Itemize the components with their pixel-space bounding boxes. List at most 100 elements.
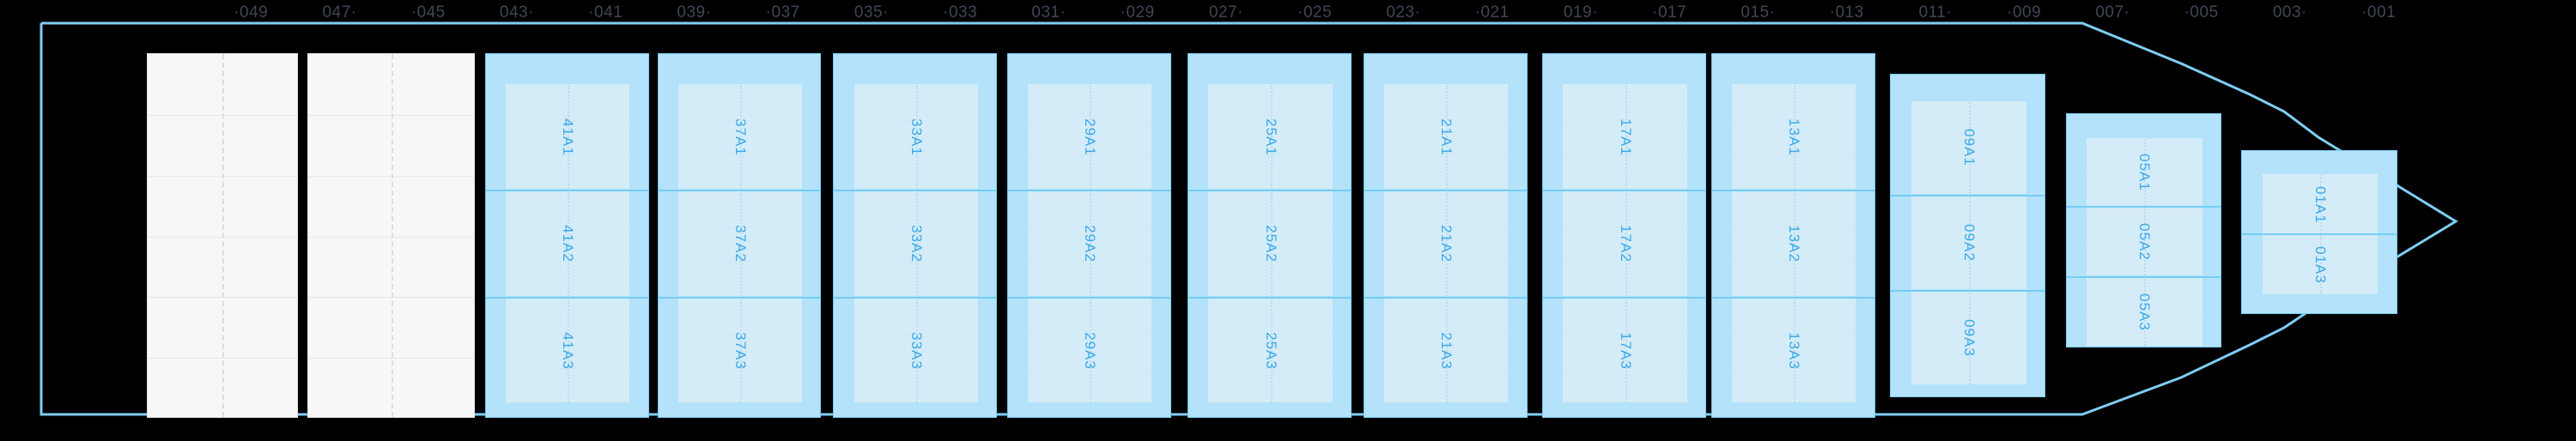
bay-17[interactable]: 17A1 17A2 17A3 <box>1542 53 1706 418</box>
bay-number-tick: 007· <box>2095 3 2130 21</box>
stack-block[interactable]: 17A2 <box>1563 190 1687 296</box>
block-centerline <box>1270 85 1273 190</box>
block-centerline <box>2144 208 2147 276</box>
bay-33[interactable]: 33A1 33A2 33A3 <box>833 53 998 418</box>
block-separator <box>1891 194 2045 196</box>
stack-block[interactable]: 37A3 <box>677 298 803 403</box>
stack-block-label: 41A3 <box>560 332 577 370</box>
stack-block[interactable]: 21A3 <box>1384 298 1509 403</box>
block-centerline <box>915 191 918 296</box>
bay-number-tick: 031· <box>1031 3 1066 21</box>
block-centerline <box>1625 299 1627 403</box>
stack-block-label: 01A1 <box>2312 185 2329 224</box>
stack-block[interactable]: 25A1 <box>1208 84 1333 190</box>
stack-block[interactable]: 29A1 <box>1028 84 1152 190</box>
stack-block[interactable]: 13A1 <box>1732 84 1856 190</box>
bay-number-tick: ·005 <box>2184 3 2219 21</box>
stack-block[interactable]: 05A1 <box>2087 137 2202 206</box>
stack-block[interactable]: 33A3 <box>854 298 978 403</box>
stack-block[interactable]: 13A3 <box>1732 298 1856 403</box>
block-separator <box>2242 233 2397 235</box>
stack-block[interactable]: 41A2 <box>506 190 630 296</box>
bay-01[interactable]: 01A1 01A3 <box>2241 150 2397 315</box>
block-centerline <box>915 85 918 190</box>
bay-37[interactable]: 37A1 37A2 37A3 <box>657 53 822 418</box>
block-separator <box>658 296 821 299</box>
stack-block-label: 29A2 <box>1082 225 1099 263</box>
bay-49[interactable] <box>147 53 298 418</box>
stack-block-label: 05A1 <box>2136 153 2154 191</box>
stack-block[interactable]: 29A3 <box>1028 298 1152 403</box>
stack-block[interactable]: 41A1 <box>506 84 630 190</box>
block-separator <box>1711 189 1874 191</box>
bay-number-tick: ·049 <box>234 3 269 21</box>
stack-block[interactable]: 41A3 <box>506 298 630 403</box>
bay-number-tick: ·017 <box>1652 3 1687 21</box>
block-centerline <box>2319 235 2322 294</box>
block-centerline <box>1270 299 1273 403</box>
block-separator <box>1891 289 2045 292</box>
stack-block[interactable]: 17A3 <box>1563 298 1687 403</box>
stack-block-label: 09A1 <box>1960 129 1978 167</box>
stack-block[interactable]: 17A1 <box>1563 84 1687 190</box>
bay-number-tick: 019· <box>1563 3 1598 21</box>
block-centerline <box>1968 101 1971 194</box>
bay-13[interactable]: 13A1 13A2 13A3 <box>1710 53 1875 418</box>
bay-number-tick: 047· <box>322 3 357 21</box>
stack-block[interactable]: 13A2 <box>1732 190 1856 296</box>
stack-block-label: 13A1 <box>1786 118 1803 156</box>
stack-block[interactable]: 25A2 <box>1208 190 1333 296</box>
block-centerline <box>1446 299 1449 403</box>
stack-block-label: 17A2 <box>1617 225 1634 263</box>
block-centerline <box>1446 191 1449 296</box>
stack-block-label: 37A2 <box>732 225 750 263</box>
block-centerline <box>1090 191 1092 296</box>
block-separator <box>485 296 648 299</box>
stack-block-label: 21A2 <box>1438 225 1455 263</box>
stack-block[interactable]: 09A2 <box>1911 196 2027 289</box>
block-separator <box>485 189 648 191</box>
stack-block[interactable]: 01A1 <box>2262 174 2379 234</box>
stack-block-label: 25A2 <box>1262 225 1279 263</box>
stack-block-label: 13A2 <box>1786 225 1803 263</box>
bay-number-tick: 035· <box>854 3 889 21</box>
stack-block-label: 21A1 <box>1438 118 1455 156</box>
stack-block[interactable]: 33A1 <box>854 84 978 190</box>
bay-number-tick: 043· <box>499 3 534 21</box>
bay-number-tick: 011· <box>1918 3 1953 21</box>
bay-number-tick: ·013 <box>1829 3 1864 21</box>
stack-block[interactable]: 29A2 <box>1028 190 1152 296</box>
block-centerline <box>2144 279 2147 347</box>
stack-block-label: 33A2 <box>908 225 925 263</box>
block-separator <box>1543 189 1705 191</box>
stack-block[interactable]: 25A3 <box>1208 298 1333 403</box>
bay-number-tick: ·001 <box>2361 3 2397 21</box>
stack-block[interactable]: 09A1 <box>1911 100 2027 194</box>
stack-block[interactable]: 05A2 <box>2087 208 2202 276</box>
bay-25[interactable]: 25A1 25A2 25A3 <box>1188 53 1352 418</box>
stack-block[interactable]: 21A2 <box>1384 190 1509 296</box>
bay-number-tick: ·037 <box>765 3 800 21</box>
stack-block-label: 37A1 <box>732 118 750 156</box>
block-centerline <box>1625 191 1627 296</box>
stack-block[interactable]: 37A1 <box>677 84 803 190</box>
stack-block[interactable]: 05A3 <box>2087 278 2202 347</box>
block-centerline <box>1794 85 1796 190</box>
stack-block[interactable]: 37A2 <box>677 190 803 296</box>
bay-centerline <box>222 54 225 417</box>
stack-block[interactable]: 01A3 <box>2262 234 2379 294</box>
bay-29[interactable]: 29A1 29A2 29A3 <box>1006 53 1171 418</box>
stack-block[interactable]: 33A2 <box>854 190 978 296</box>
block-centerline <box>2319 175 2322 234</box>
stack-block[interactable]: 21A1 <box>1384 84 1509 190</box>
stack-block[interactable]: 09A3 <box>1911 291 2027 384</box>
bay-21[interactable]: 21A1 21A2 21A3 <box>1363 53 1528 418</box>
bay-47[interactable] <box>307 53 476 418</box>
bay-number-tick: ·021 <box>1474 3 1510 21</box>
block-separator <box>1007 189 1170 191</box>
